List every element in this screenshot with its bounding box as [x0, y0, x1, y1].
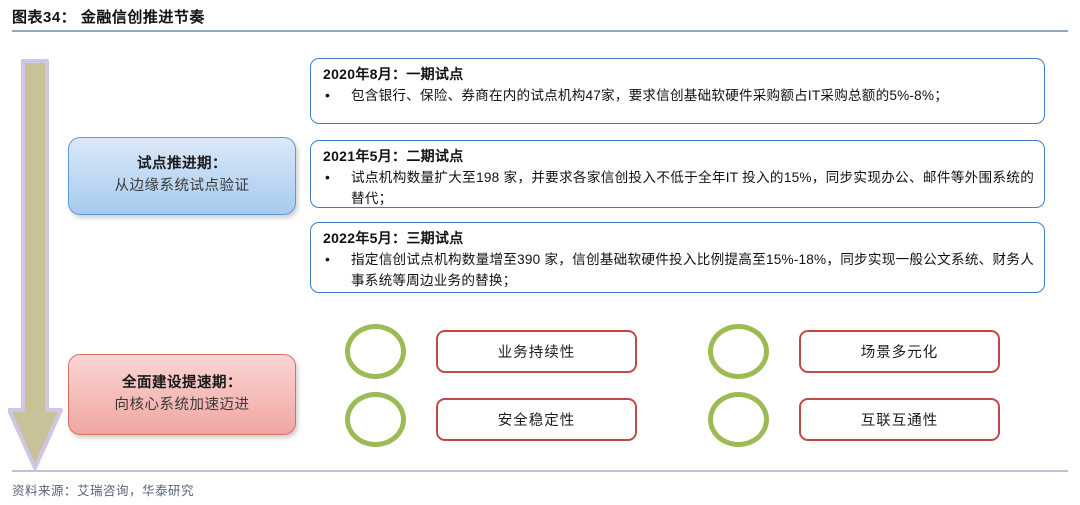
stage-full-buildout-subtitle: 向核心系统加速迈进: [114, 396, 250, 413]
timeline-down-arrow: [8, 58, 68, 473]
footer-divider: [12, 470, 1068, 472]
source-note: 资料来源：艾瑞咨询，华泰研究: [12, 484, 195, 498]
stage-pilot-heading: 试点推进期：: [137, 156, 227, 173]
phase-box-3: 2022年5月：三期试点 • 指定信创试点机构数量增至390 家，信创基础软硬件…: [310, 222, 1045, 293]
stage-full-buildout-phase: 全面建设提速期： 向核心系统加速迈进: [68, 354, 296, 435]
outcome-ring-icon-4: [708, 392, 769, 447]
bullet-marker-icon: •: [325, 251, 330, 268]
phase-box-2: 2021年5月：二期试点 • 试点机构数量扩大至198 家，并要求各家信创投入不…: [310, 140, 1045, 208]
phase-1-bullet: • 包含银行、保险、券商在内的试点机构47家，要求信创基础软硬件采购额占IT采购…: [323, 85, 1034, 107]
phase-3-bullet: • 指定信创试点机构数量增至390 家，信创基础软硬件投入比例提高至15%-18…: [323, 249, 1034, 291]
outcome-box-2: 场景多元化: [799, 330, 1000, 373]
phase-box-1: 2020年8月：一期试点 • 包含银行、保险、券商在内的试点机构47家，要求信创…: [310, 58, 1045, 124]
stage-pilot-phase: 试点推进期： 从边缘系统试点验证: [68, 137, 296, 215]
bullet-marker-icon: •: [325, 169, 330, 186]
phase-3-header: 2022年5月：三期试点: [323, 230, 464, 246]
stage-full-buildout-heading: 全面建设提速期：: [122, 374, 242, 391]
outcome-ring-icon-3: [345, 392, 406, 447]
page-title: 图表34： 金融信创推进节奏: [12, 9, 205, 26]
bullet-marker-icon: •: [325, 87, 330, 104]
phase-2-body: 试点机构数量扩大至198 家，并要求各家信创投入不低于全年IT 投入的15%，同…: [351, 170, 1034, 207]
outcome-ring-icon-1: [345, 324, 406, 379]
outcome-ring-icon-2: [708, 324, 769, 379]
outcome-box-3: 安全稳定性: [436, 398, 637, 441]
phase-3-body: 指定信创试点机构数量增至390 家，信创基础软硬件投入比例提高至15%-18%，…: [351, 252, 1034, 289]
phase-1-header: 2020年8月：一期试点: [323, 66, 464, 82]
stage-pilot-subtitle: 从边缘系统试点验证: [114, 178, 250, 194]
outcome-box-1: 业务持续性: [436, 330, 637, 373]
phase-2-bullet: • 试点机构数量扩大至198 家，并要求各家信创投入不低于全年IT 投入的15%…: [323, 167, 1034, 209]
phase-2-header: 2021年5月：二期试点: [323, 148, 464, 164]
phase-1-body: 包含银行、保险、券商在内的试点机构47家，要求信创基础软硬件采购额占IT采购总额…: [351, 88, 948, 104]
title-divider: [12, 30, 1068, 32]
outcome-box-4: 互联互通性: [799, 398, 1000, 441]
